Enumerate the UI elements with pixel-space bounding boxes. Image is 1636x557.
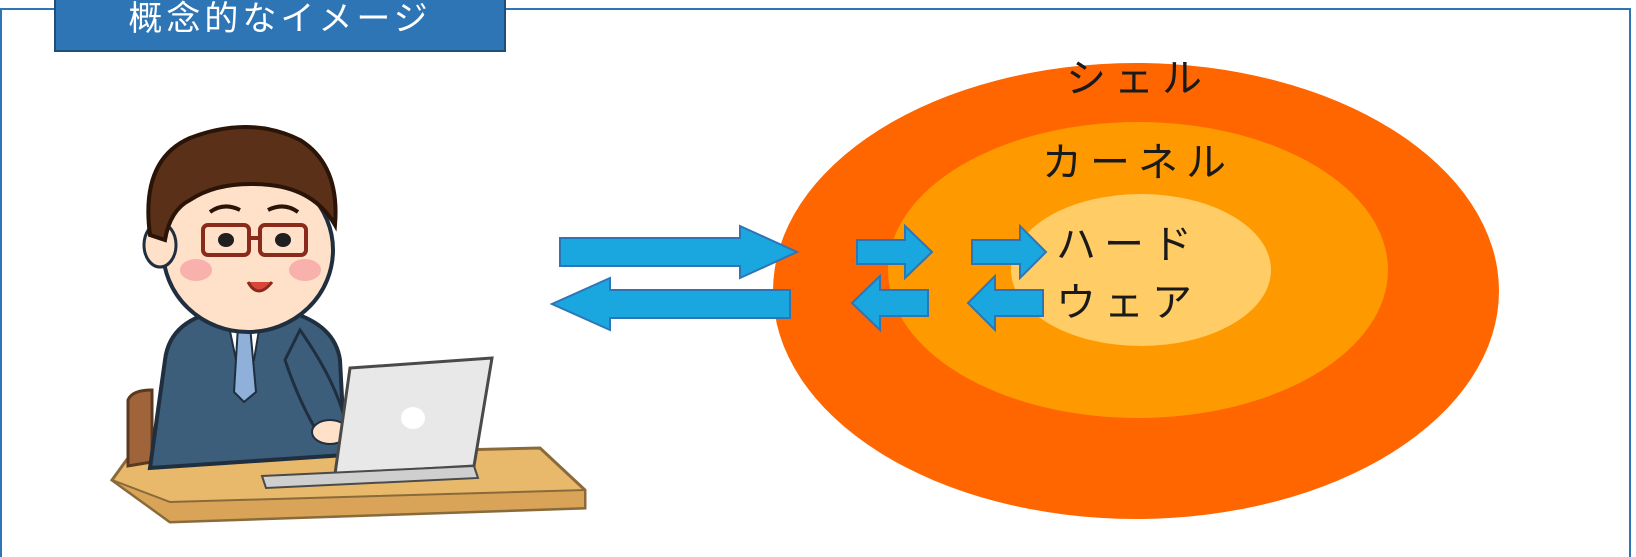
desk-front [111,479,586,524]
right-arrow-user-to-shell [559,224,800,280]
person-at-laptop-icon [109,125,587,524]
left-cheek [180,259,212,281]
smile [246,281,274,293]
right-eyebrow [267,204,300,214]
hardware-label-line2: ウェア [1056,280,1200,326]
right-arrow-shell-to-kernel [856,223,934,281]
shell-label: シェル [1066,56,1210,102]
right-eye [275,233,291,247]
left-arrow-shell-to-user [549,276,791,332]
left-eyebrow [208,204,241,214]
left-eye [218,233,234,247]
hair [146,125,338,243]
hardware-layer [1011,194,1271,346]
left-arrow-hardware-to-kernel [966,273,1044,333]
right-cheek [289,259,321,281]
laptop-logo [401,407,425,429]
laptop-base [260,464,480,490]
title-tab: 概念的なイメージ [54,0,506,52]
right-arrow-kernel-to-hardware [971,223,1048,281]
left-arrow-kernel-to-shell [850,273,929,333]
hardware-label-line1: ハード [1056,222,1200,268]
kernel-label: カーネル [1042,140,1234,186]
